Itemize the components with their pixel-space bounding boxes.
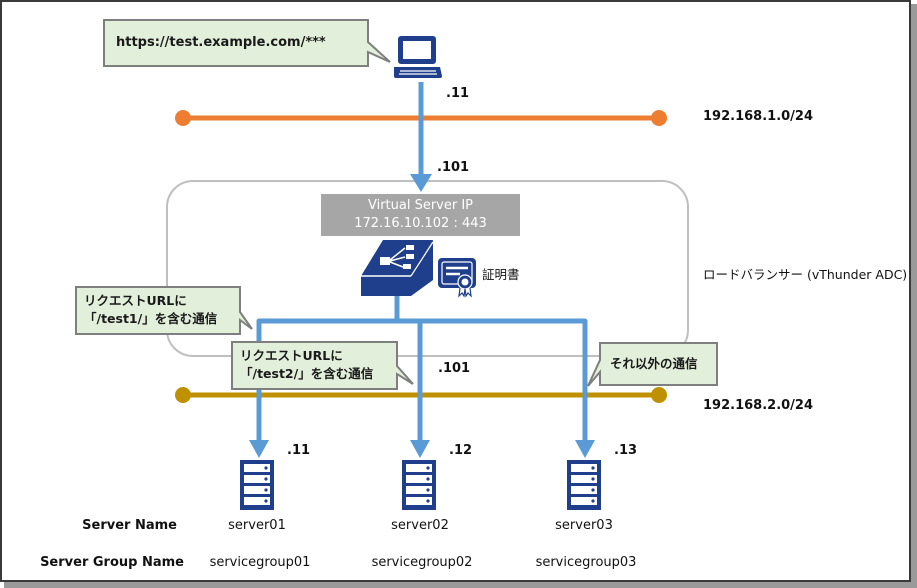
rule2-callout-bubble xyxy=(231,341,414,390)
rule1-callout-line2: 「/test1/」を含む通信 xyxy=(84,311,218,326)
frame-shadow-right xyxy=(911,4,917,588)
front-network-cidr: 192.168.1.0/24 xyxy=(703,109,814,124)
arrow-to-server02 xyxy=(410,440,430,458)
url-callout-bubble xyxy=(103,19,391,67)
server-icon xyxy=(240,460,274,510)
client-to-vip-link xyxy=(410,82,432,192)
server02-name: server02 xyxy=(391,518,449,533)
server01-name: server01 xyxy=(228,518,286,533)
rule2-callout-line1: リクエストURLに xyxy=(240,348,343,363)
server-icon xyxy=(402,460,436,510)
front-network-endpoint-right xyxy=(651,110,667,126)
server02-ip-label: .12 xyxy=(449,443,473,458)
certificate-icon xyxy=(438,258,476,298)
load-balancer-icon xyxy=(361,240,434,296)
arrow-to-server03 xyxy=(575,440,595,458)
server-name-row-label: Server Name xyxy=(82,518,177,533)
server01-group: servicegroup01 xyxy=(209,555,311,570)
rule2-callout-text: リクエストURLに 「/test2/」を含む通信 xyxy=(240,347,373,383)
vip-address: 172.16.10.102 : 443 xyxy=(354,216,487,231)
client-ip-label: .11 xyxy=(446,86,470,101)
front-network-endpoint-left xyxy=(175,110,191,126)
rule1-callout-line1: リクエストURLに xyxy=(84,293,187,308)
back-network-endpoint-left xyxy=(175,387,191,403)
server-icon xyxy=(567,460,601,510)
server02-group: servicegroup02 xyxy=(371,555,473,570)
load-balancer-label: ロードバランサー (vThunder ADC) xyxy=(703,267,908,282)
lb-back-ip-label: .101 xyxy=(438,361,471,376)
url-callout-text: https://test.example.com/*** xyxy=(116,35,326,50)
virtual-server-ip-box: Virtual Server IP 172.16.10.102 : 443 xyxy=(321,194,520,236)
back-network-endpoint-right xyxy=(651,387,667,403)
server03-group: servicegroup03 xyxy=(535,555,637,570)
rule2-callout-line2: 「/test2/」を含む通信 xyxy=(240,366,374,381)
lb-front-ip-label: .101 xyxy=(437,160,470,175)
server03-ip-label: .13 xyxy=(614,443,638,458)
certificate-label: 証明書 xyxy=(482,267,520,282)
back-network-cidr: 192.168.2.0/24 xyxy=(703,398,814,413)
rule3-callout-text: それ以外の通信 xyxy=(610,356,698,371)
server03-name: server03 xyxy=(555,518,613,533)
server01-ip-label: .11 xyxy=(287,443,311,458)
rule3-callout-bubble xyxy=(587,342,718,387)
vip-title: Virtual Server IP xyxy=(367,198,474,213)
arrow-to-server01 xyxy=(249,440,269,458)
laptop-icon xyxy=(394,36,442,78)
rule1-callout-bubble xyxy=(75,286,253,335)
frame-shadow-bottom xyxy=(4,582,917,588)
rule1-callout-text: リクエストURLに 「/test1/」を含む通信 xyxy=(84,292,217,328)
server-group-row-label: Server Group Name xyxy=(40,555,184,570)
